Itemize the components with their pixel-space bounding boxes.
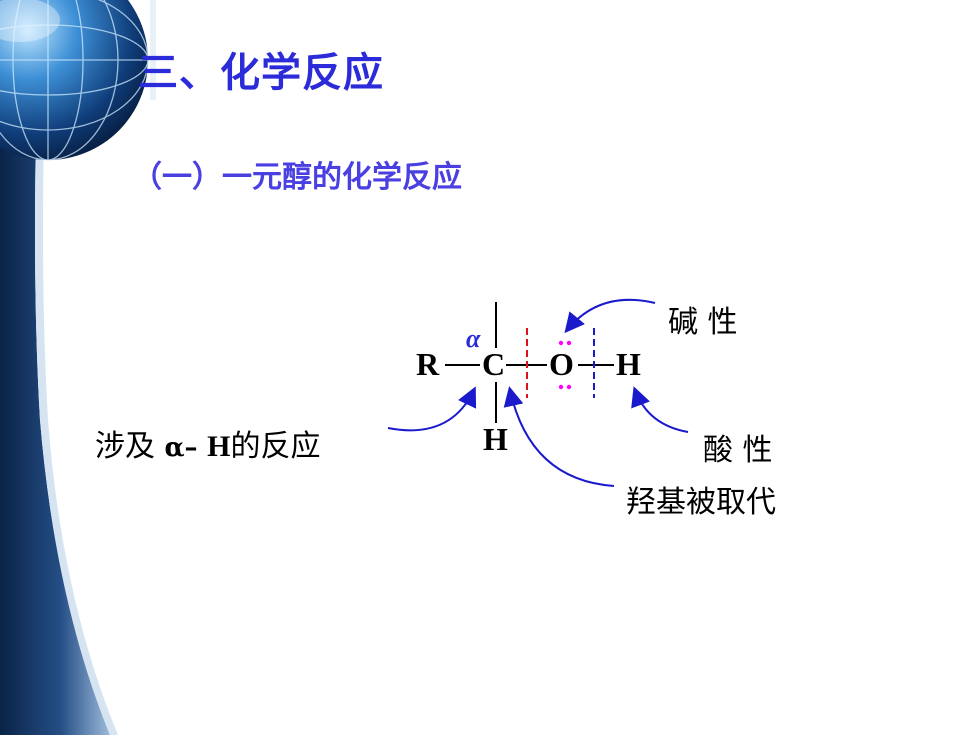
- oxygen-lone-pairs: [558, 340, 572, 390]
- hydroxyl-substitution-label: 羟基被取代: [626, 485, 776, 520]
- atom-h-hydroxyl: H: [616, 346, 641, 382]
- atom-c: C: [482, 346, 506, 382]
- basicity-label: 碱 性: [668, 305, 738, 340]
- alpha-h-prefix: 涉及: [95, 429, 155, 464]
- alpha-h-atom: H: [207, 430, 231, 463]
- slide-title: 三、化学反应: [138, 50, 384, 96]
- arrow-basicity: [564, 298, 656, 334]
- bonds: [445, 302, 614, 423]
- arrow-acidity: [631, 386, 689, 433]
- acidity-label: 酸 性: [703, 433, 773, 468]
- alpha-symbol: α: [466, 324, 481, 353]
- atom-r: R: [416, 346, 440, 382]
- alpha-h-suffix: 的反应: [230, 429, 321, 464]
- slide-subtitle: （一）一元醇的化学反应: [132, 160, 462, 195]
- atom-o: O: [549, 346, 574, 382]
- sidebar-band: [0, 0, 110, 735]
- arrow-substitution: [503, 386, 615, 487]
- alpha-h-greek: α–: [164, 433, 198, 463]
- atom-h-alpha: H: [483, 421, 508, 457]
- globe-icon: [0, 0, 149, 161]
- arrow-alpha-h: [387, 386, 477, 432]
- alpha-h-reaction-label: 涉及 α– H的反应: [95, 421, 320, 465]
